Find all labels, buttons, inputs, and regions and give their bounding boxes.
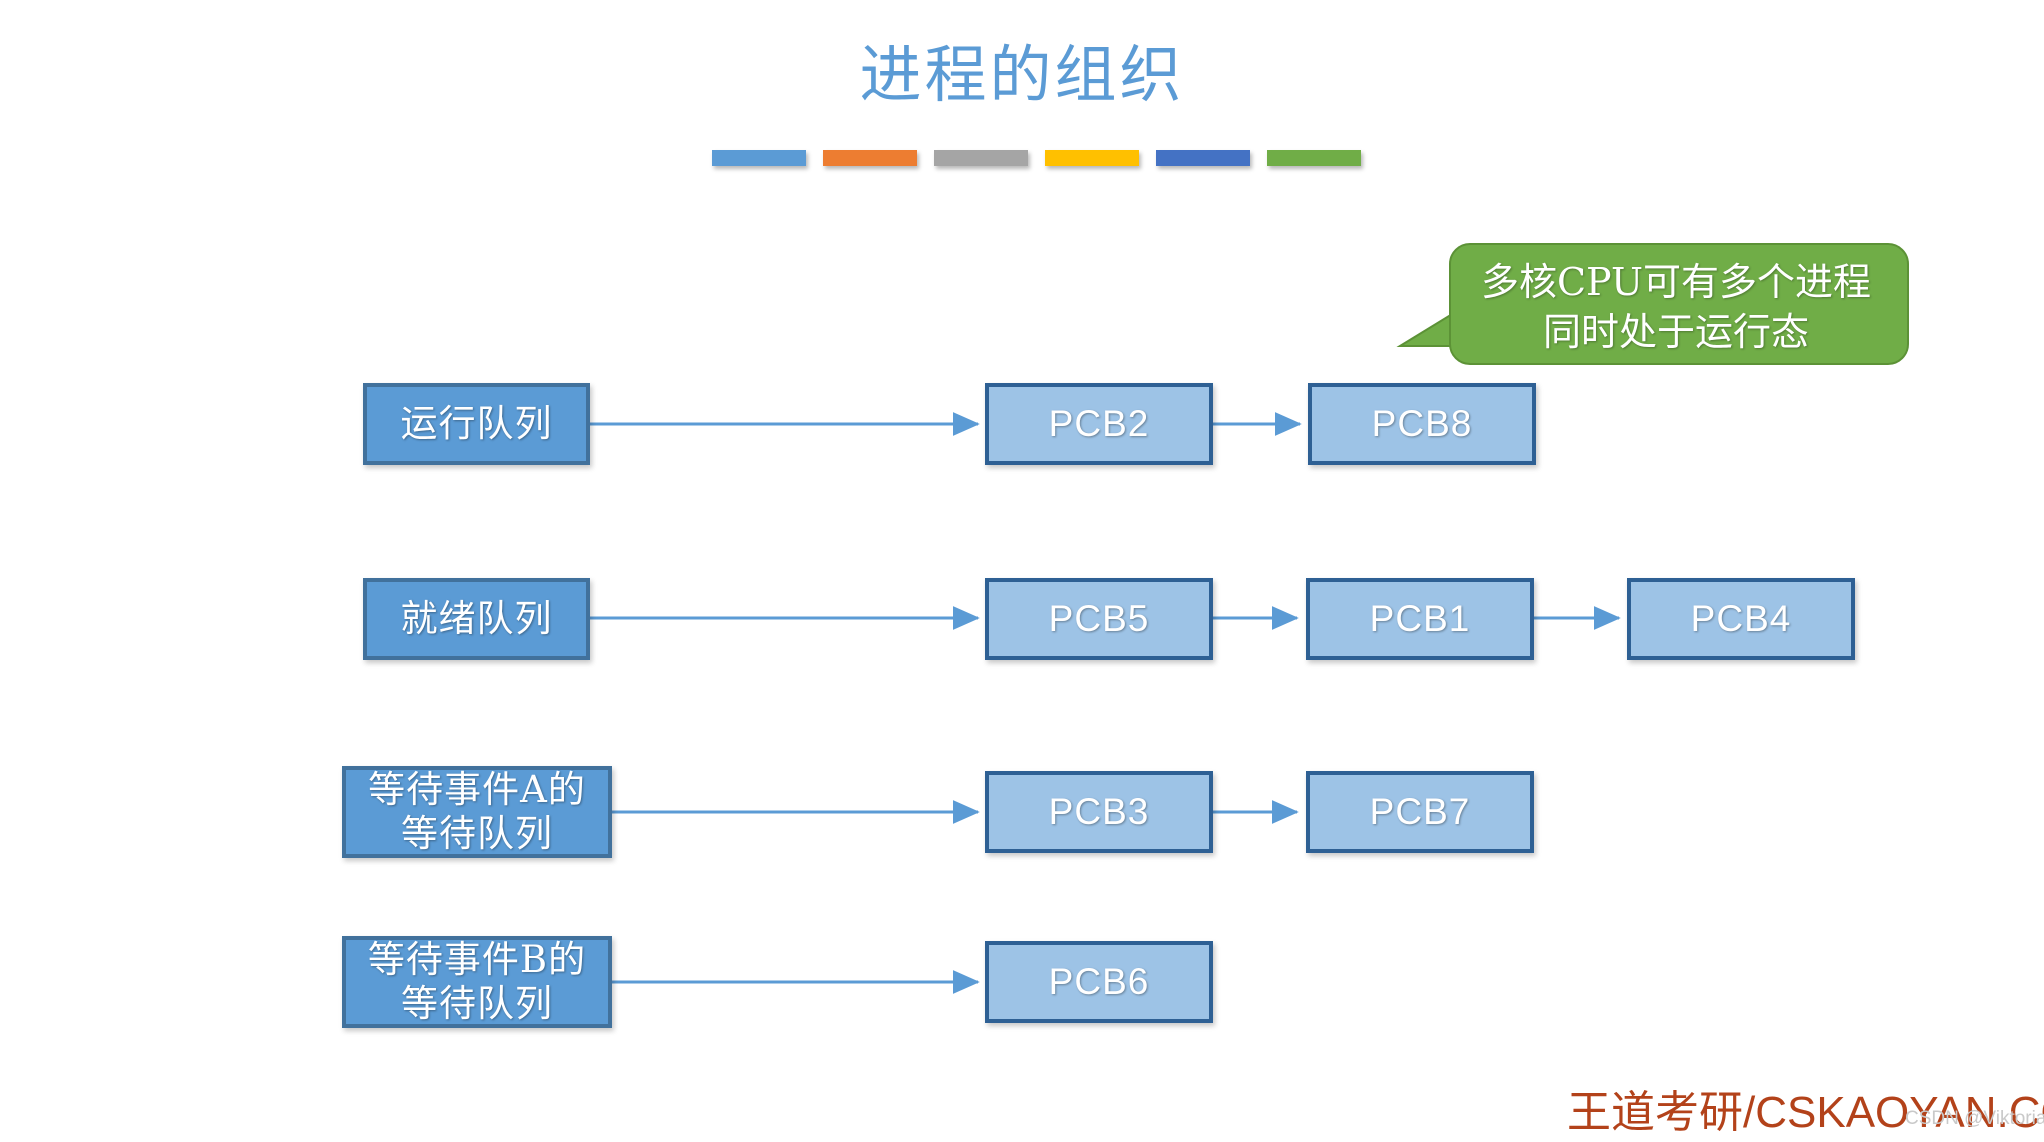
pcb-box-pcb7[interactable]: PCB7 — [1306, 771, 1534, 853]
queue-box-running[interactable]: 运行队列 — [363, 383, 590, 465]
pcb-box-pcb2[interactable]: PCB2 — [985, 383, 1213, 465]
csdn-watermark: CSDN @Viktoriae — [1905, 1108, 2044, 1129]
queue-label-line1: 等待事件B的 — [367, 938, 587, 981]
pcb-box-pcb6[interactable]: PCB6 — [985, 941, 1213, 1023]
pcb-box-pcb8[interactable]: PCB8 — [1308, 383, 1536, 465]
pcb-box-pcb1[interactable]: PCB1 — [1306, 578, 1534, 660]
pcb-label: PCB5 — [1048, 598, 1150, 639]
decorative-bar-strip — [712, 150, 1361, 166]
queue-box-wait-event-b[interactable]: 等待事件B的 等待队列 — [342, 936, 612, 1028]
brand-watermark: 王道考研/CSKAOYAN.COM — [1567, 1088, 2044, 1137]
pcb-label: PCB3 — [1048, 791, 1150, 832]
page-title: 进程的组织 — [859, 38, 1185, 111]
decor-bar-gray — [934, 150, 1028, 166]
pcb-label: PCB2 — [1048, 403, 1150, 444]
queue-label-line2: 等待队列 — [401, 812, 553, 855]
decor-bar-green — [1267, 150, 1361, 166]
queue-box-wait-event-a[interactable]: 等待事件A的 等待队列 — [342, 766, 612, 858]
pcb-box-pcb5[interactable]: PCB5 — [985, 578, 1213, 660]
callout-shape — [1396, 243, 1909, 365]
callout-line2: 同时处于运行态 — [1542, 310, 1809, 354]
decor-bar-blue — [712, 150, 806, 166]
pcb-label: PCB8 — [1371, 403, 1473, 444]
queue-label-line1: 就绪队列 — [400, 597, 553, 640]
callout-line1: 多核CPU可有多个进程 — [1480, 260, 1871, 304]
callout-body — [1449, 243, 1909, 365]
decor-bar-dark-blue — [1156, 150, 1250, 166]
pcb-box-pcb4[interactable]: PCB4 — [1627, 578, 1855, 660]
callout-bubble[interactable]: 多核CPU可有多个进程 同时处于运行态 — [1396, 240, 1912, 368]
pcb-box-pcb3[interactable]: PCB3 — [985, 771, 1213, 853]
queue-label-line1: 运行队列 — [400, 402, 553, 445]
pcb-label: PCB4 — [1690, 598, 1792, 639]
pcb-label: PCB6 — [1048, 961, 1150, 1002]
decor-bar-yellow — [1045, 150, 1139, 166]
queue-label-line1: 等待事件A的 — [368, 768, 586, 811]
callout-text: 多核CPU可有多个进程 同时处于运行态 — [1452, 248, 1900, 366]
queue-box-ready[interactable]: 就绪队列 — [363, 578, 590, 660]
decor-bar-orange — [823, 150, 917, 166]
pcb-label: PCB1 — [1369, 598, 1471, 639]
queue-label-line2: 等待队列 — [401, 982, 553, 1025]
pcb-label: PCB7 — [1369, 791, 1471, 832]
